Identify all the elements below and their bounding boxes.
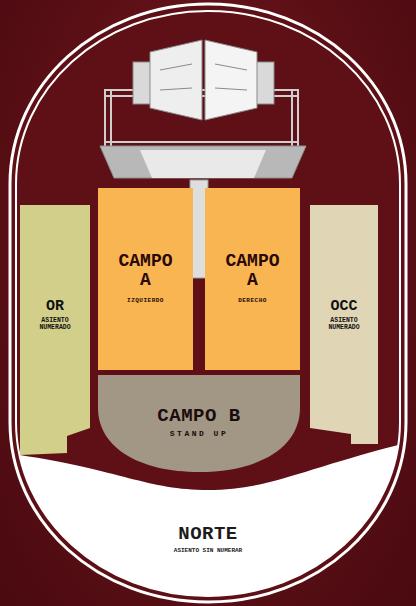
- section-name: CAMPO A: [221, 252, 285, 290]
- section-name: OCC: [313, 299, 375, 315]
- seating-section: CAMPO A IZQUIERDO: [98, 188, 193, 370]
- section-outline: [310, 205, 378, 444]
- section-label: CAMPO A DERECHO: [210, 252, 296, 304]
- stage-platform: [100, 146, 306, 178]
- section-name: NORTE: [108, 525, 308, 545]
- section-label: OR ASIENTO NUMERADO: [24, 299, 86, 331]
- section-note: STAND UP: [139, 430, 259, 438]
- seating-section: OR ASIENTO NUMERADO: [20, 205, 90, 455]
- section-note: ASIENTO NUMERADO: [322, 318, 366, 332]
- stage-screen: [133, 40, 274, 120]
- section-label: NORTE ASIENTO SIN NUMERAR: [108, 525, 308, 554]
- seating-section: NORTE ASIENTO SIN NUMERAR: [16, 440, 400, 598]
- seating-section: OCC ASIENTO NUMERADO: [310, 205, 378, 445]
- stage-platform-top: [140, 150, 266, 178]
- section-outline: [20, 205, 90, 455]
- section-label: OCC ASIENTO NUMERADO: [313, 299, 375, 331]
- section-label: CAMPO B STAND UP: [109, 407, 289, 438]
- section-outline: [98, 375, 300, 472]
- section-outline: [20, 445, 399, 596]
- section-note: ASIENTO SIN NUMERAR: [128, 548, 288, 554]
- stadium-outline: [10, 4, 406, 602]
- section-name: CAMPO A: [114, 252, 178, 290]
- section-name: CAMPO B: [109, 407, 289, 427]
- section-label: CAMPO A IZQUIERDO: [103, 252, 189, 304]
- section-note: ASIENTO NUMERADO: [33, 318, 77, 332]
- section-note: IZQUIERDO: [103, 298, 189, 304]
- section-shape: [16, 440, 400, 598]
- section-name: OR: [24, 299, 86, 315]
- stadium-inner-line: [16, 11, 400, 596]
- seating-section: CAMPO A DERECHO: [205, 188, 300, 370]
- seating-section: CAMPO B STAND UP: [98, 375, 300, 475]
- section-note: DERECHO: [210, 298, 296, 304]
